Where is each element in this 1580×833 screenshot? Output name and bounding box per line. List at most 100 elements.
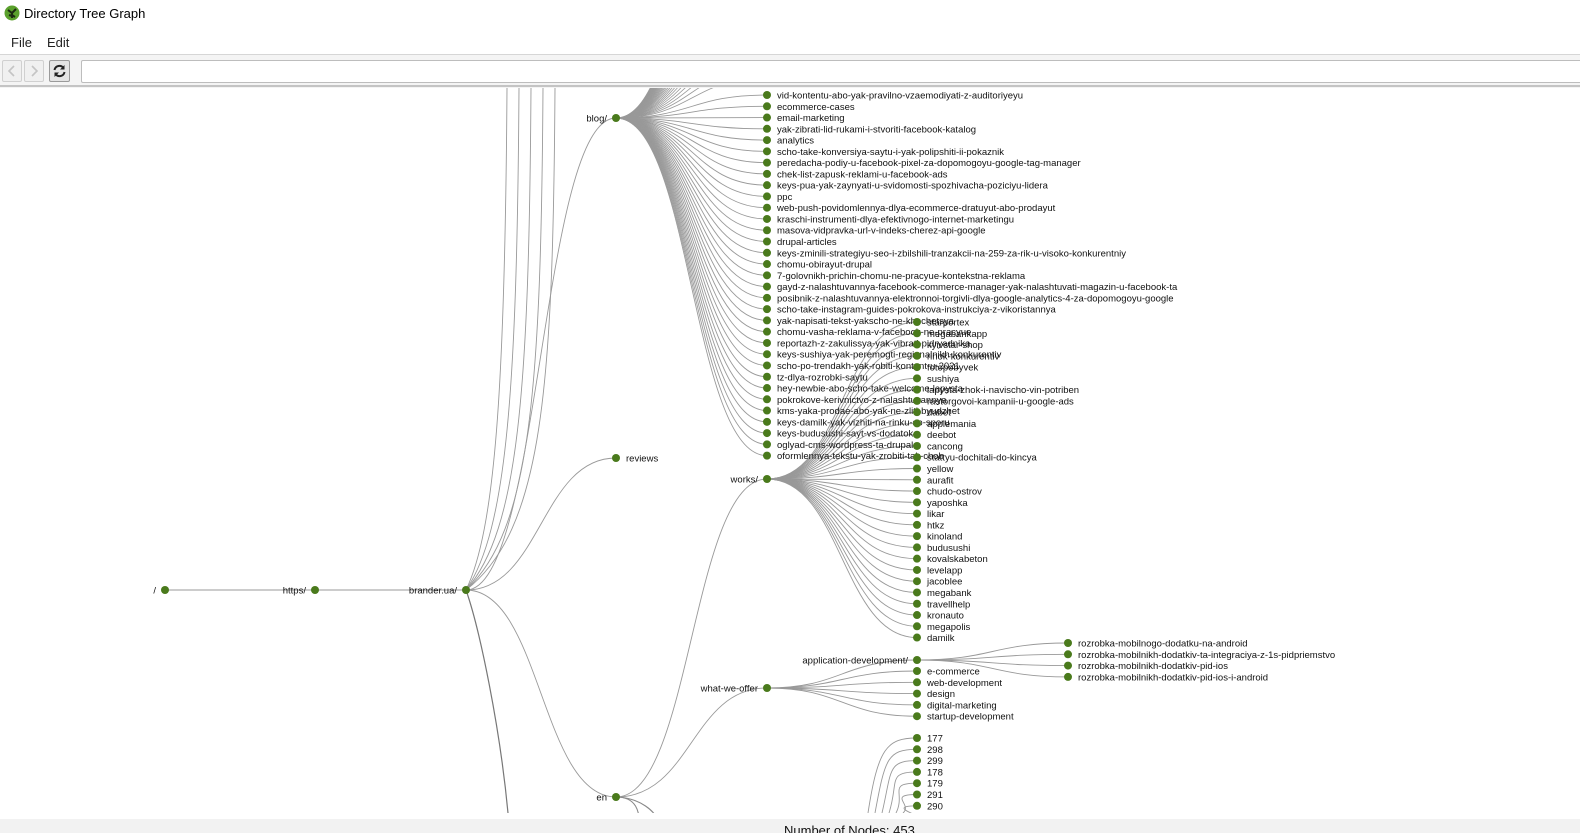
works-child-node[interactable]: kovalskabeton xyxy=(913,554,988,565)
works-child-node[interactable]: likar xyxy=(913,509,944,520)
node-dot[interactable] xyxy=(913,520,921,529)
node-dot[interactable] xyxy=(913,700,921,709)
appdev-child-node[interactable]: rozrobka-mobilnikh-dodatkiv-ta-integraci… xyxy=(1064,650,1335,661)
back-button[interactable] xyxy=(2,60,22,82)
node-root[interactable]: / xyxy=(153,586,169,597)
wwo-child-node[interactable]: web-development xyxy=(913,678,1002,689)
reload-button[interactable] xyxy=(49,60,70,82)
blog-child-node[interactable]: tz-dlya-rozrobki-saytu xyxy=(763,372,868,383)
node-dot[interactable] xyxy=(763,451,771,460)
node-dot[interactable] xyxy=(913,464,921,473)
appdev-child-node[interactable]: rozrobka-mobilnogo-dodatku-na-android xyxy=(1064,639,1248,650)
blog-child-node[interactable]: chek-list-zapusk-reklami-u-facebook-ads xyxy=(763,169,948,180)
works-child-node[interactable]: megapolis xyxy=(913,622,971,633)
works-child-node[interactable]: dabet xyxy=(913,408,951,419)
node-dot[interactable] xyxy=(913,588,921,597)
node-dot[interactable] xyxy=(763,260,771,269)
works-child-node[interactable]: kinoland xyxy=(913,532,962,543)
node-dot[interactable] xyxy=(913,318,921,326)
node-dot[interactable] xyxy=(763,406,771,415)
node-dot[interactable] xyxy=(763,282,771,291)
node-dot[interactable] xyxy=(1064,639,1072,647)
node-dot[interactable] xyxy=(763,91,771,99)
node-dot[interactable] xyxy=(763,429,771,438)
node-dot[interactable] xyxy=(763,293,771,302)
node-dot[interactable] xyxy=(913,453,921,462)
node-dot[interactable] xyxy=(913,351,921,360)
works-child-node[interactable]: jacoblee xyxy=(913,577,962,588)
node-dot[interactable] xyxy=(612,793,620,801)
node-dot[interactable] xyxy=(763,192,771,201)
node-dot[interactable] xyxy=(913,767,921,776)
node-dot[interactable] xyxy=(763,372,771,381)
works-child-node[interactable]: levelapp xyxy=(913,565,962,576)
node-dot[interactable] xyxy=(763,226,771,235)
numbered-child-node[interactable]: 179 xyxy=(913,779,943,790)
works-child-node[interactable]: applemania xyxy=(913,419,977,430)
node-dot[interactable] xyxy=(763,113,771,122)
node-dot[interactable] xyxy=(913,667,921,675)
wwo-child-node[interactable]: digital-marketing xyxy=(913,700,997,711)
node-dot[interactable] xyxy=(763,214,771,223)
node-dot[interactable] xyxy=(913,622,921,631)
node-dot[interactable] xyxy=(763,327,771,336)
node-dot[interactable] xyxy=(311,586,319,594)
node-dot[interactable] xyxy=(913,565,921,574)
wwo-child-node[interactable]: design xyxy=(913,689,955,700)
works-child-node[interactable]: rinok-konkurentiv xyxy=(913,351,1000,362)
works-child-node[interactable]: htkz xyxy=(913,520,945,531)
node-dot[interactable] xyxy=(1064,661,1072,670)
node-dot[interactable] xyxy=(763,440,771,449)
node-dot[interactable] xyxy=(913,779,921,788)
blog-child-node[interactable]: vid-kontentu-abo-yak-pravilno-vzaemodiya… xyxy=(763,91,1023,102)
node-dot[interactable] xyxy=(462,586,470,594)
node-what-we-offer[interactable]: what-we-offer xyxy=(700,684,771,695)
node-dot[interactable] xyxy=(913,475,921,484)
node-dot[interactable] xyxy=(763,169,771,178)
node-dot[interactable] xyxy=(913,498,921,507)
works-child-node[interactable]: deebot xyxy=(913,430,956,441)
node-dot[interactable] xyxy=(763,181,771,190)
blog-child-node[interactable]: keys-pua-yak-zaynyati-u-svidomosti-spozh… xyxy=(763,181,1049,192)
works-child-node[interactable]: budusushi xyxy=(913,543,970,554)
blog-child-node[interactable]: keys-budusushi-sayt-vs-dodatok xyxy=(763,429,913,440)
node-reviews[interactable]: reviews xyxy=(612,454,658,465)
node-dot[interactable] xyxy=(763,350,771,359)
blog-child-node[interactable]: chomu-obirayut-drupal xyxy=(763,260,872,271)
node-dot[interactable] xyxy=(913,329,921,338)
tree-graph-svg[interactable]: /https/brander.ua/blog/reviewsworks/what… xyxy=(0,88,1580,813)
node-dot[interactable] xyxy=(913,532,921,541)
node-application-development[interactable]: application-development/ xyxy=(802,656,921,667)
works-child-node[interactable]: damilk xyxy=(913,633,955,644)
works-child-node[interactable]: megabank xyxy=(913,588,972,599)
works-child-node[interactable]: chudo-ostrov xyxy=(913,487,982,498)
blog-child-node[interactable]: yak-zibrati-lid-rukami-i-stvoriti-facebo… xyxy=(763,124,976,135)
blog-child-node[interactable]: pokrokove-kerivnictvo-z-nalashtuvannya xyxy=(763,395,947,406)
blog-child-node[interactable]: hey-newbie-abo-scho-take-welcome-lapysta xyxy=(763,384,964,395)
blog-child-node[interactable]: ppc xyxy=(763,192,793,203)
works-child-node[interactable]: aurafit xyxy=(913,475,954,486)
node-dot[interactable] xyxy=(763,417,771,426)
node-dot[interactable] xyxy=(913,554,921,563)
numbered-child-node[interactable]: 177 xyxy=(913,734,943,745)
blog-child-node[interactable]: scho-take-instagram-guides-pokrokova-ins… xyxy=(763,305,1056,316)
node-dot[interactable] xyxy=(913,599,921,608)
node-dot[interactable] xyxy=(913,801,921,810)
works-child-node[interactable]: sushiya xyxy=(913,374,960,385)
forward-button[interactable] xyxy=(24,60,44,82)
works-child-node[interactable]: lapysta-zhok-i-navischo-vin-potriben xyxy=(913,385,1079,396)
blog-child-node[interactable]: 7-golovnikh-prichin-chomu-ne-pracyue-kon… xyxy=(763,271,1026,282)
node-works[interactable]: works/ xyxy=(730,475,771,486)
numbered-child-node[interactable]: 299 xyxy=(913,756,943,767)
node-dot[interactable] xyxy=(763,102,771,111)
numbered-child-node[interactable]: 298 xyxy=(913,745,943,756)
node-dot[interactable] xyxy=(913,385,921,394)
node-dot[interactable] xyxy=(763,338,771,347)
node-dot[interactable] xyxy=(913,487,921,496)
blog-child-node[interactable]: chomu-vasha-reklama-v-facebook-ne-pracyu… xyxy=(763,327,971,338)
node-dot[interactable] xyxy=(763,158,771,167)
numbered-child-node[interactable]: 291 xyxy=(913,790,943,801)
blog-child-node[interactable]: email-marketing xyxy=(763,113,845,124)
node-dot[interactable] xyxy=(913,340,921,349)
works-child-node[interactable]: starportex xyxy=(913,318,969,329)
